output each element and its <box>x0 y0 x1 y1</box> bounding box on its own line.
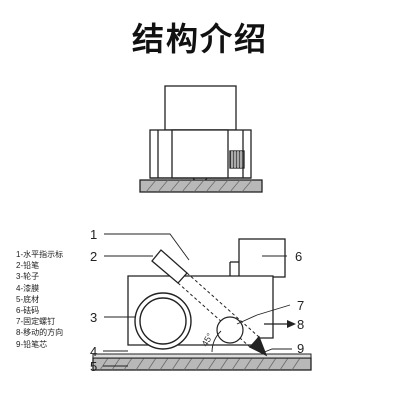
callout-2: 2 <box>90 249 97 264</box>
callout-4: 4 <box>90 344 97 359</box>
paint-film <box>92 353 312 359</box>
legend-item-9: 9-铅笔芯 <box>16 339 48 349</box>
callout-8: 8 <box>297 317 304 332</box>
callout-9: 9 <box>297 341 304 356</box>
legend-item-5: 5-底材 <box>16 294 40 304</box>
weight-block <box>238 238 286 278</box>
callout-1: 1 <box>90 227 97 242</box>
direction-arrow-head <box>287 320 296 328</box>
wheel-inner <box>139 297 187 345</box>
top-view-inner-slot <box>171 129 229 179</box>
leader-7 <box>236 304 291 325</box>
legend-item-8: 8-移动的方向 <box>16 328 64 338</box>
top-view-base-plate <box>139 179 263 193</box>
legend-item-1: 1-水平指示标 <box>16 250 64 259</box>
wheel-outer <box>134 292 192 350</box>
page-title: 结构介绍 <box>131 21 268 57</box>
pencil-lead <box>248 335 268 357</box>
legend-item-2: 2-铅笔 <box>16 261 40 271</box>
leader-9 <box>261 348 292 354</box>
leader-1 <box>104 233 190 261</box>
legend-item-6: 6-砝码 <box>16 306 40 316</box>
callout-6: 6 <box>295 249 302 264</box>
callout-5: 5 <box>90 359 97 374</box>
legend-item-7: 7-固定螺钉 <box>16 317 56 327</box>
fixing-screw <box>216 316 244 344</box>
angle-arc <box>211 330 222 353</box>
callout-3: 3 <box>90 310 97 325</box>
callout-7: 7 <box>297 298 304 313</box>
substrate <box>92 357 312 371</box>
legend-item-4: 4-漆膜 <box>16 283 40 293</box>
top-view-upper-block <box>164 85 237 131</box>
legend-item-3: 3-轮子 <box>16 272 40 282</box>
parts-legend: 1-水平指示标 2-铅笔 3-轮子 4-漆膜 5-底材 6-砝码 7-固定螺钉 … <box>16 249 116 350</box>
